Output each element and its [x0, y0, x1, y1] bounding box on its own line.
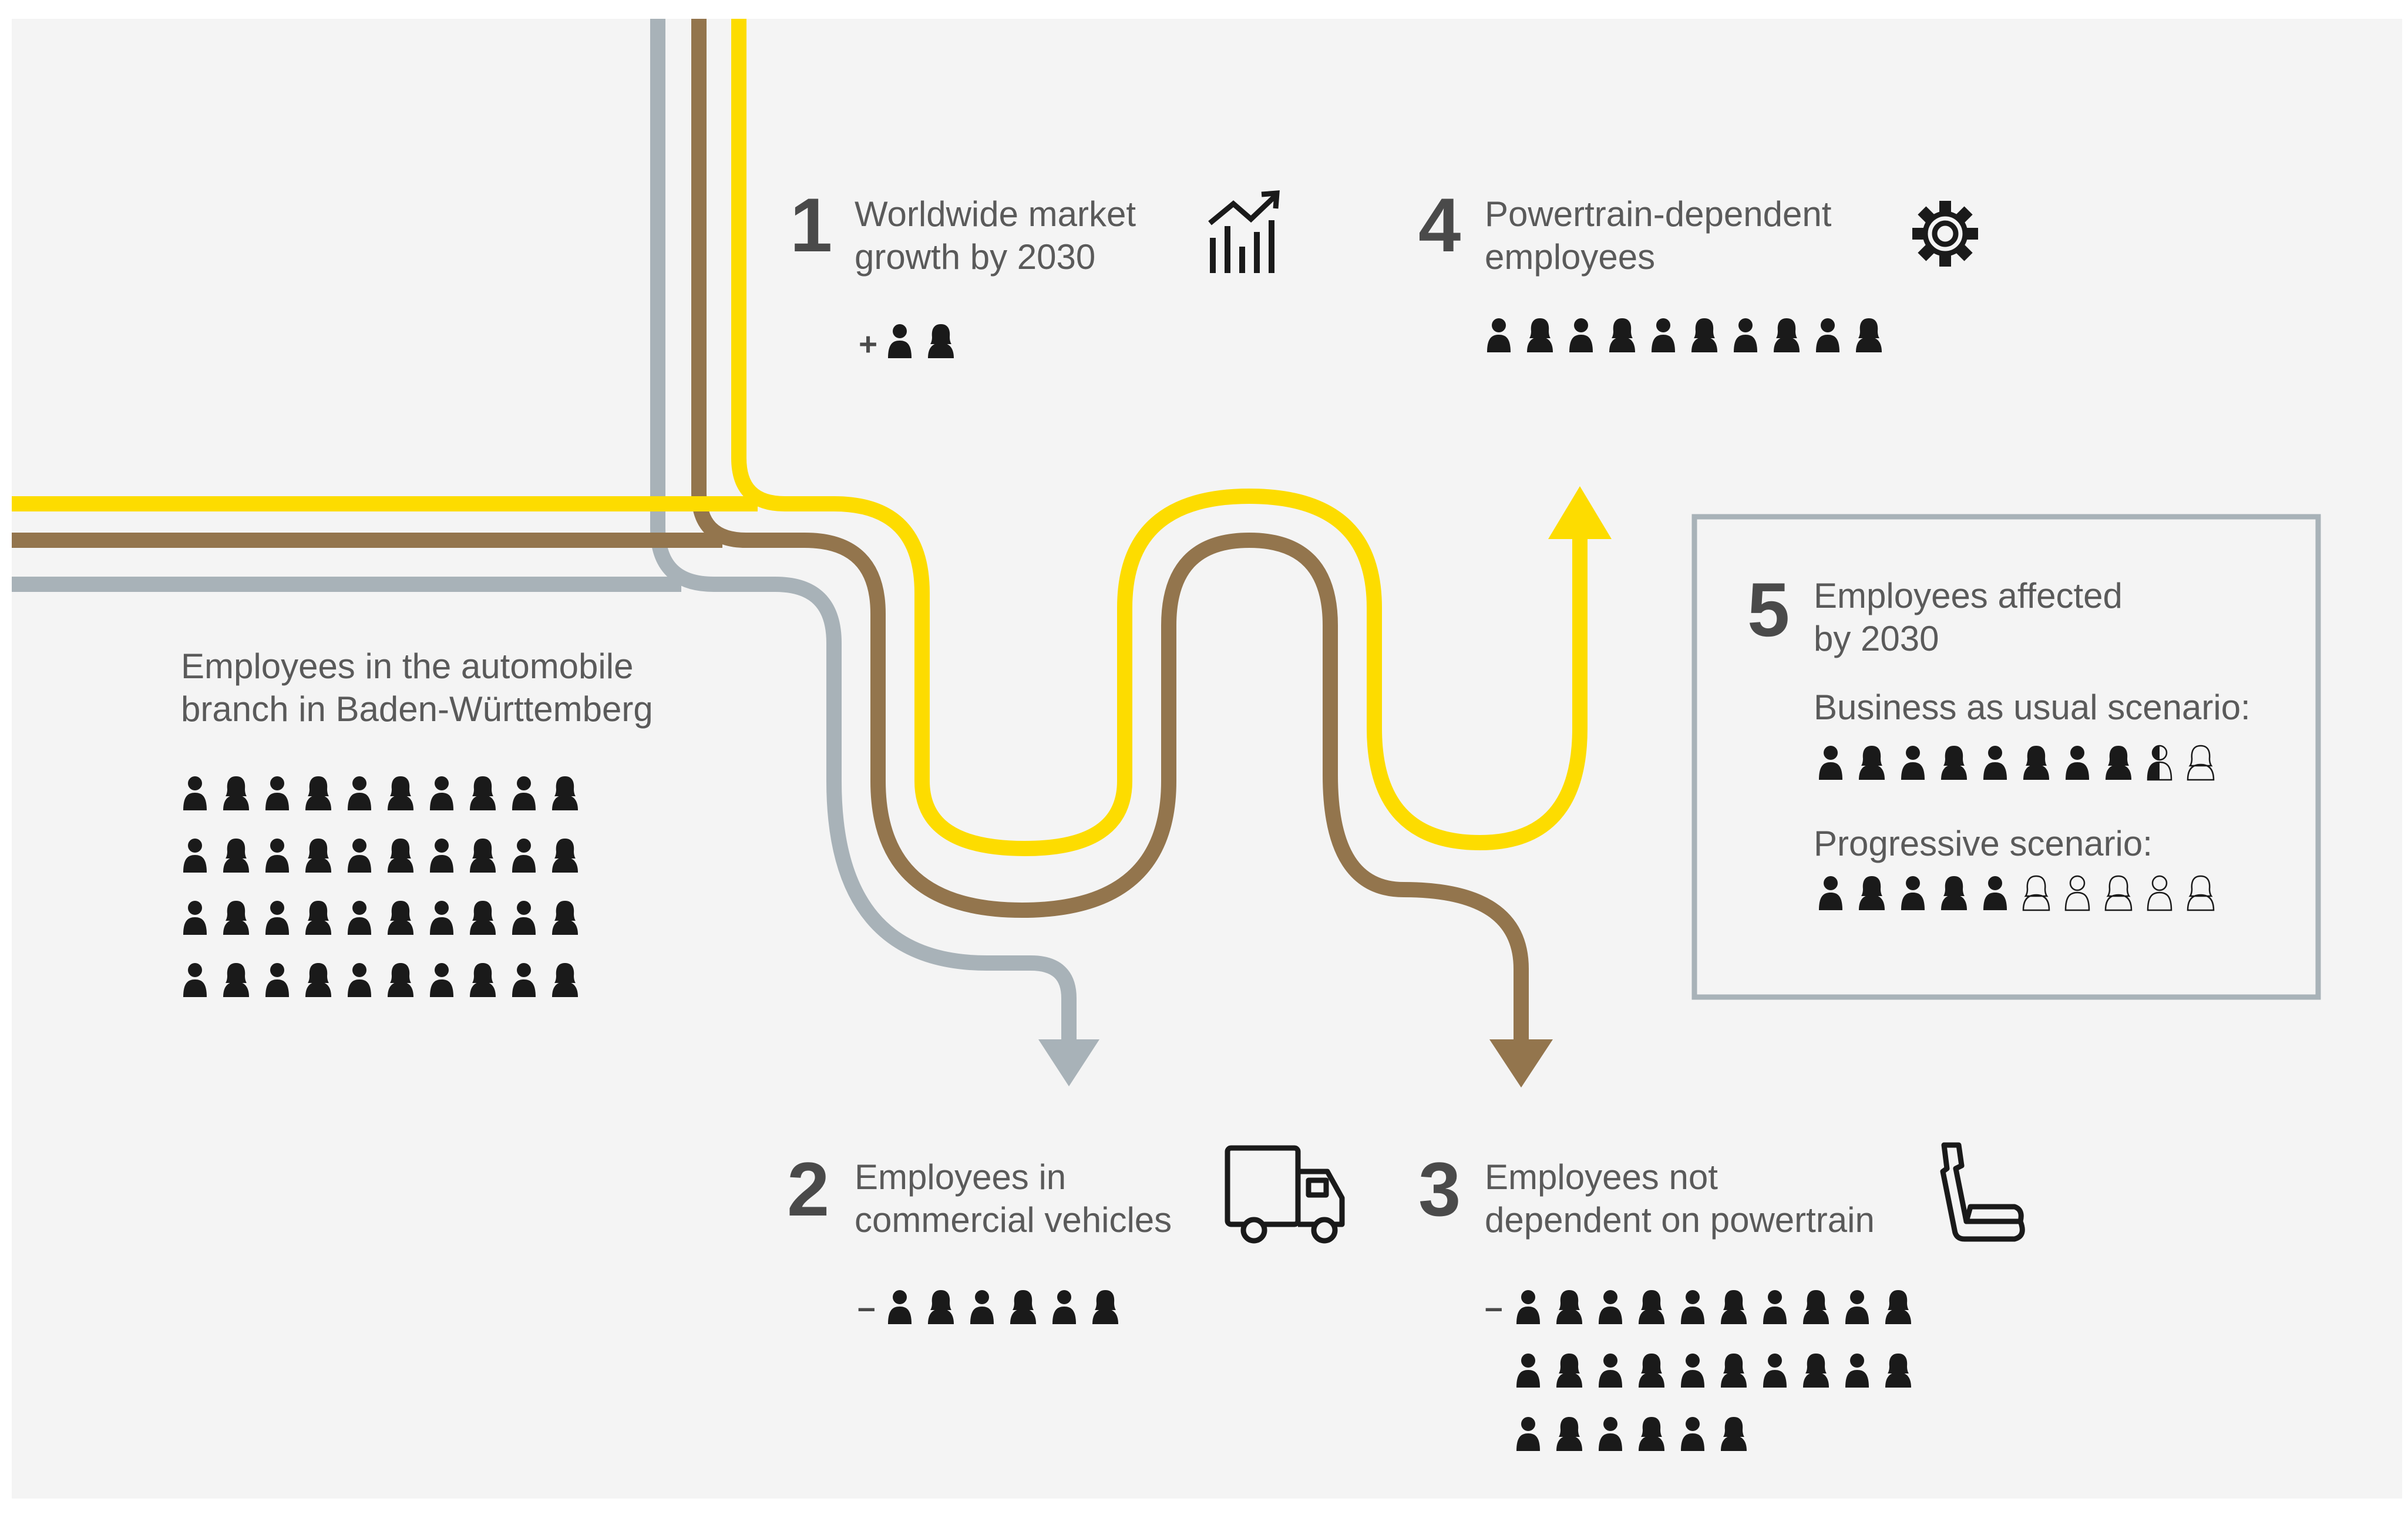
- item-2-number: 2: [787, 1146, 829, 1232]
- scenario-1-label: Business as usual scenario:: [1814, 688, 2251, 727]
- item-3-line-1: Employees not: [1485, 1157, 1718, 1197]
- item-2-commercial-vehicles: 2 Employees in commercial vehicles –: [787, 1145, 1345, 1325]
- flow-line-yellow: [731, 19, 1588, 856]
- affected-box: 5 Employees affected by 2030 Business as…: [1691, 514, 2321, 1000]
- diagram-background: [12, 19, 2402, 1499]
- item-3-sign: –: [1485, 1289, 1503, 1325]
- affected-line-2: by 2030: [1814, 619, 1939, 658]
- item-3-line-2: dependent on powertrain: [1485, 1200, 1875, 1240]
- scenario-2-label: Progressive scenario:: [1814, 824, 2153, 863]
- item-1-number: 1: [790, 182, 832, 268]
- item-1-sign: +: [859, 326, 877, 362]
- truck-icon: [1225, 1145, 1345, 1244]
- item-4-powertrain-dependent: 4 Powertrain-dependent employees: [1418, 182, 1978, 352]
- growth-chart-icon: [1208, 190, 1280, 273]
- item-1-market-growth: 1 Worldwide market growth by 2030 +: [790, 182, 1280, 362]
- flow-line-brown: [691, 19, 1529, 1039]
- item-4-number: 4: [1418, 182, 1461, 268]
- arrow-grey: [1038, 1039, 1099, 1086]
- arrow-brown: [1489, 1039, 1553, 1088]
- arrow-yellow: [1548, 486, 1612, 539]
- item-4-line-2: employees: [1485, 237, 1655, 277]
- item-2-line-2: commercial vehicles: [855, 1200, 1172, 1240]
- gear-icon: [1912, 201, 1978, 267]
- item-2-line-1: Employees in: [855, 1157, 1066, 1197]
- car-seat-icon: [1940, 1142, 2025, 1242]
- item-3-number: 3: [1418, 1146, 1461, 1232]
- intro-line-2: branch in Baden-Württemberg: [181, 689, 653, 729]
- flow-line-grey: [650, 19, 1077, 1039]
- item-2-sign: –: [857, 1289, 876, 1325]
- affected-number: 5: [1747, 567, 1790, 652]
- item-4-line-1: Powertrain-dependent: [1485, 194, 1832, 234]
- affected-line-1: Employees affected: [1814, 576, 2123, 615]
- affected-box-border: [1691, 514, 2321, 1000]
- intro-line-1: Employees in the automobile: [181, 647, 633, 686]
- item-3-not-powertrain: 3 Employees not dependent on powertrain …: [1418, 1142, 2025, 1451]
- item-1-line-1: Worldwide market: [855, 194, 1136, 234]
- item-1-line-2: growth by 2030: [855, 237, 1095, 277]
